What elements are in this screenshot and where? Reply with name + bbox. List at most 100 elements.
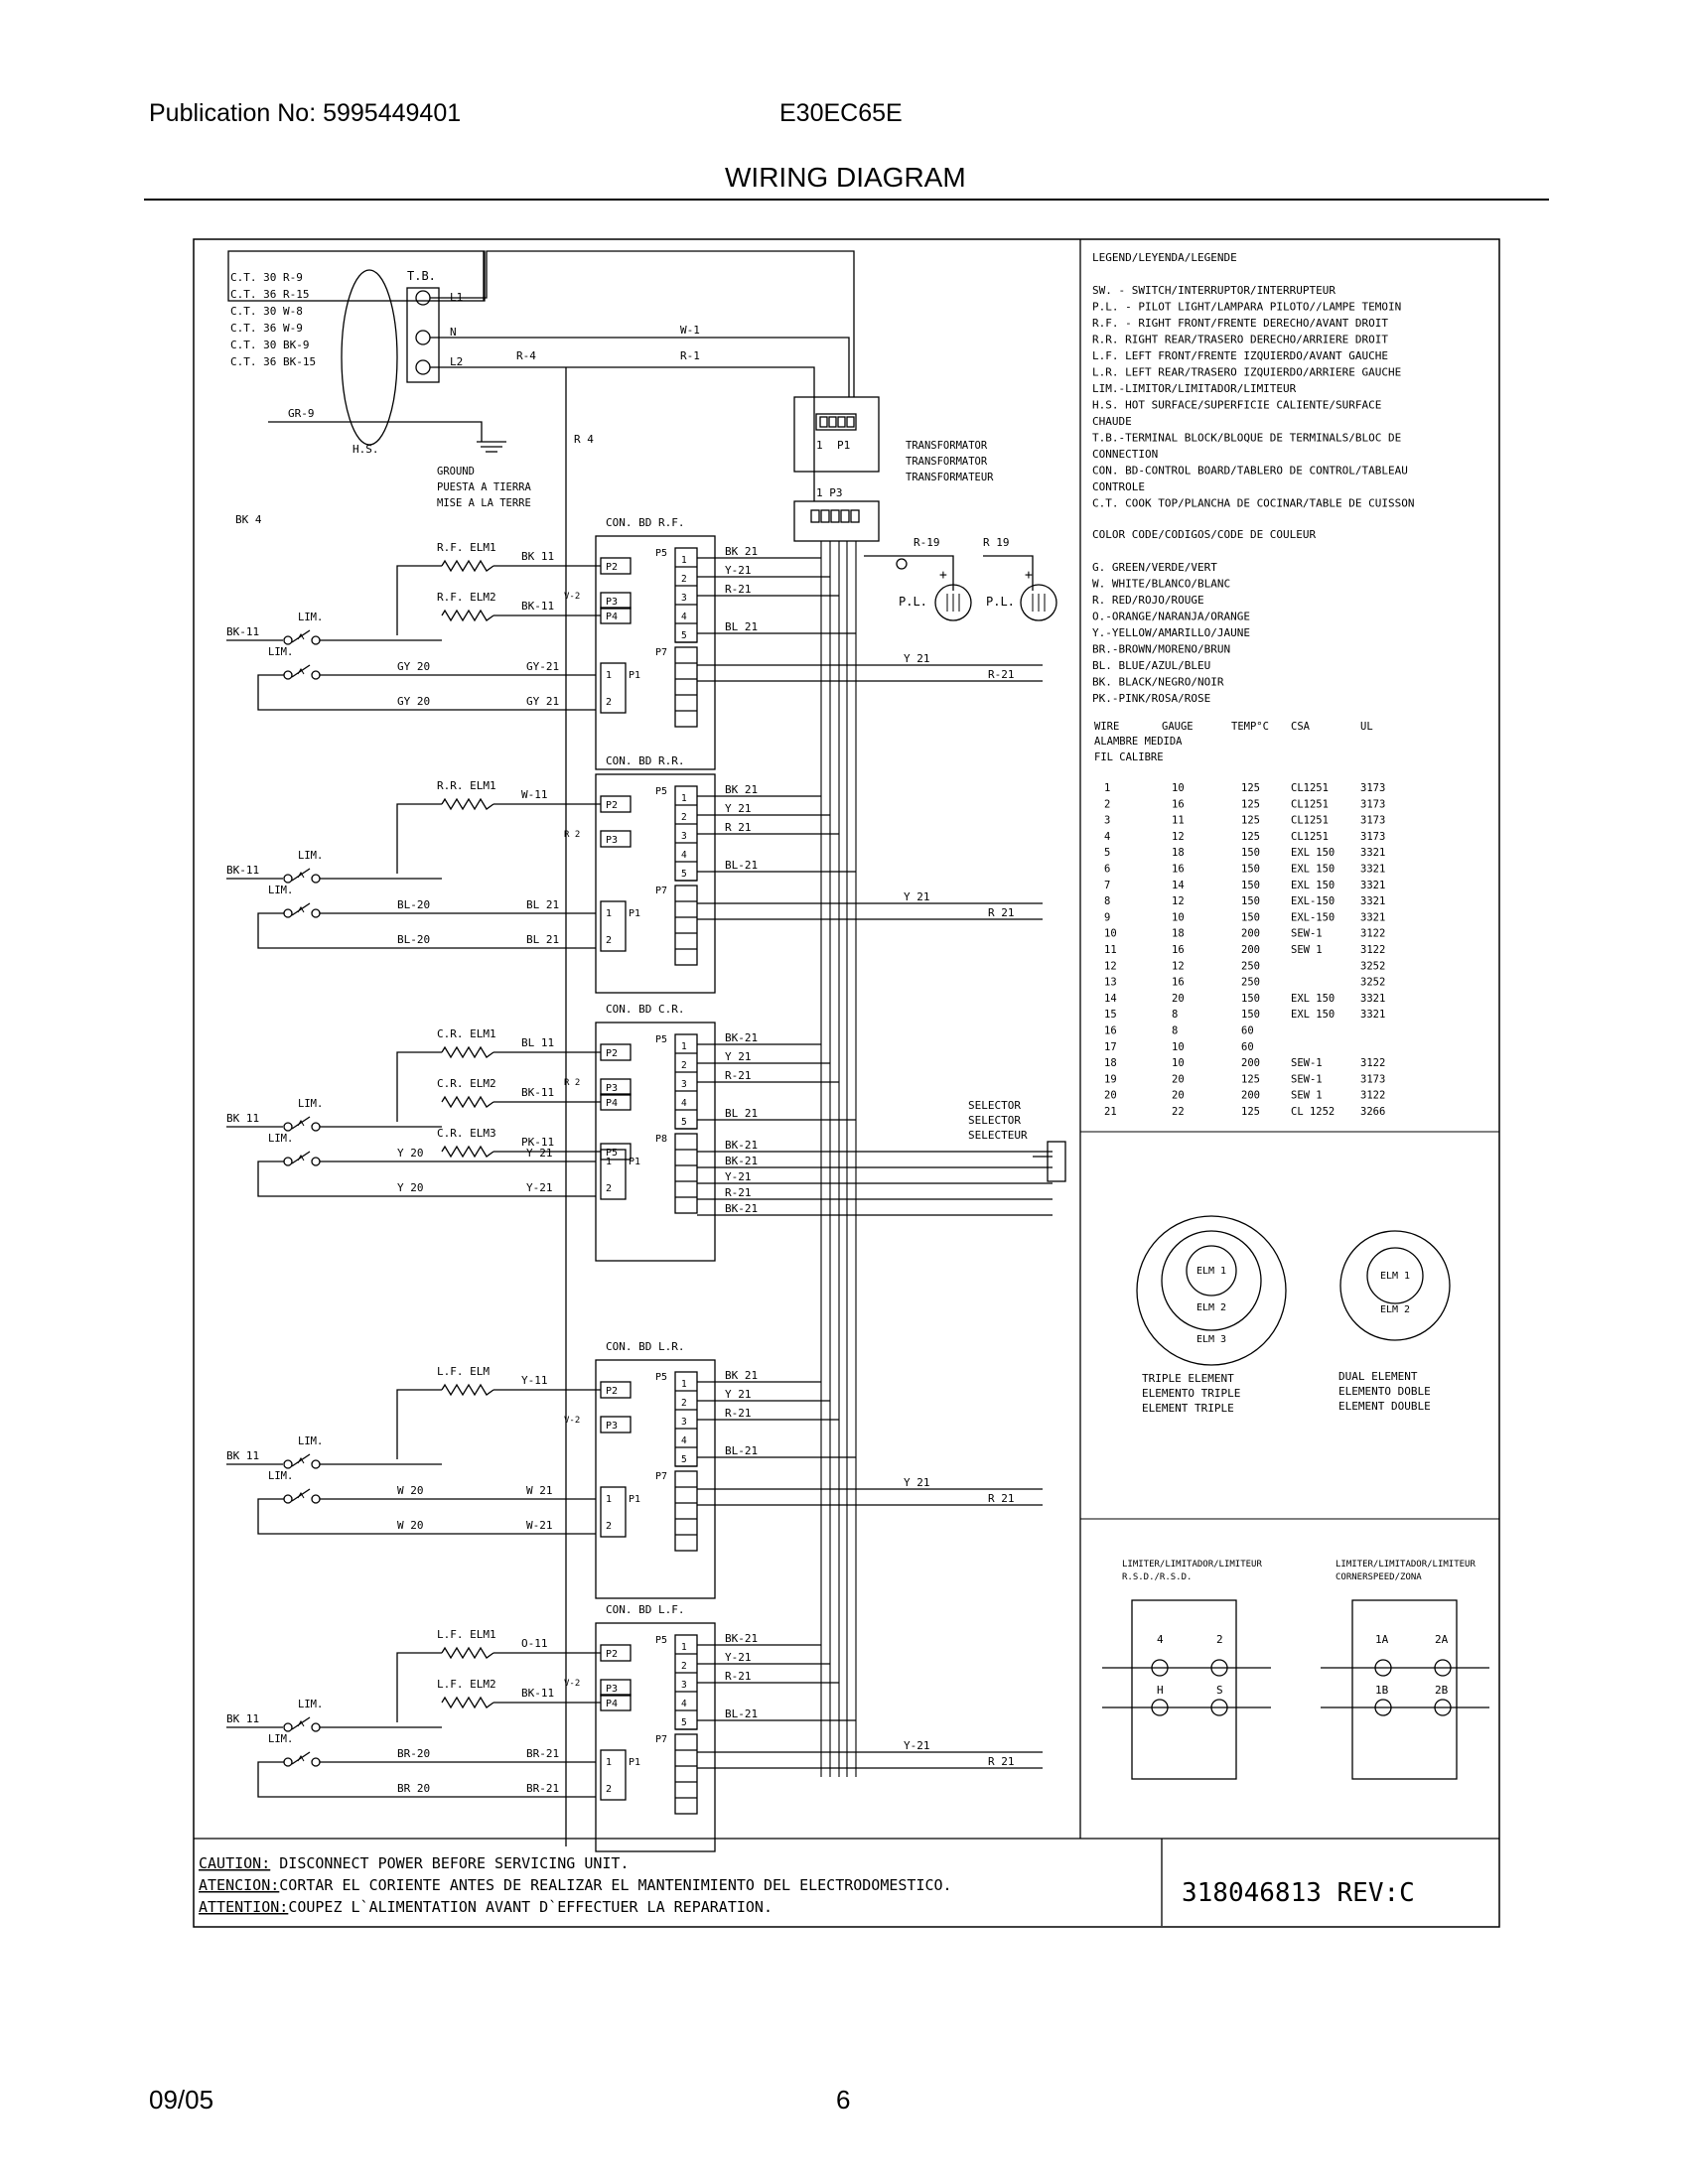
board-port (600, 1679, 632, 1697)
limiter-switch-contact (283, 1722, 293, 1732)
legend-line: L.F. LEFT FRONT/FRENTE IZQUIERDO/AVANT G… (1092, 349, 1388, 362)
legend-line: T.B.-TERMINAL BLOCK/BLOQUE DE TERMINALS/… (1092, 432, 1401, 445)
wire-table-cell: EXL 150 (1291, 880, 1335, 891)
board-p5-pin-num: 4 (681, 850, 687, 861)
wire-table-cell: 2 (1104, 798, 1110, 810)
header-rule (144, 199, 1549, 201)
limiter-switch-blade (291, 1751, 311, 1765)
board-port (600, 1093, 632, 1111)
wire-table-cell: 7 (1104, 880, 1110, 891)
limiter-switch-mark (297, 1457, 305, 1464)
element-label: C.R. ELM3 (437, 1127, 496, 1140)
board-p1-pin: 1 (606, 670, 612, 681)
triple-element-label: ELM 3 (1196, 1334, 1226, 1345)
board-p5-label: P5 (655, 1034, 667, 1045)
wire-table-cell: 16 (1172, 977, 1185, 989)
line-l1 (430, 250, 855, 397)
wire-table-cell: 20 (1172, 993, 1185, 1005)
wire-table-cell: EXL 150 (1291, 847, 1335, 859)
board-port-label: P3 (606, 1684, 618, 1695)
element-label: R.F. ELM2 (437, 591, 496, 604)
wire-table-cell: 3252 (1360, 960, 1385, 972)
limiter-switch-contact (311, 908, 321, 918)
board-port (600, 1644, 632, 1662)
board-0-title: CON. BD R.F. (606, 516, 684, 529)
wire-table-cell: 150 (1241, 864, 1260, 876)
p5-wire-label: R-21 (725, 1407, 752, 1420)
wire-table-header: GAUGE (1162, 721, 1194, 733)
p1-wire-label: BL 21 (526, 933, 559, 946)
element-label: R.F. ELM1 (437, 541, 496, 554)
limiter-wire-label: GY 20 (397, 695, 430, 708)
pilot-plus: + (1025, 568, 1033, 583)
limiter-detail-term: H (1157, 1684, 1164, 1697)
dual-element-caption: DUAL ELEMENT (1338, 1370, 1418, 1383)
limiter-switch-contact (283, 874, 293, 884)
board-p5-label: P5 (655, 1372, 667, 1383)
tb-block (406, 287, 440, 383)
board-0-outline (595, 535, 716, 770)
board-port (600, 592, 632, 610)
limiter-switch-blade (291, 1716, 311, 1730)
selector-label: SELECTOR (968, 1114, 1021, 1127)
limiter-switch-contact (283, 908, 293, 918)
limiter-detail-term: 2 (1216, 1633, 1223, 1646)
wire-table-cell: EXL-150 (1291, 911, 1335, 923)
board-p5-label: P5 (655, 786, 667, 797)
wire-table-cell: 3122 (1360, 1090, 1385, 1102)
wire-table-cell: 8 (1172, 1009, 1178, 1021)
board-port-label: P2 (606, 1386, 618, 1397)
element-wire: Y-11 (521, 1374, 548, 1387)
limiter-switch-mark (297, 633, 305, 640)
board-p1-pin: 2 (606, 1784, 612, 1795)
transformer-p1-label: P1 (837, 439, 850, 452)
line-l2 (430, 366, 815, 501)
wire-table-cell: 16 (1104, 1025, 1117, 1037)
board-p5-pin-num: 5 (681, 1717, 687, 1728)
pilot-light-filament (1032, 594, 1046, 612)
legend-line: H.S. HOT SURFACE/SUPERFICIE CALIENTE/SUR… (1092, 399, 1381, 412)
limiter-switch-blade (291, 664, 311, 678)
board-p1-label: P1 (629, 670, 640, 681)
p7-wire-label: Y 21 (904, 1476, 930, 1489)
board-p7-label: P7 (655, 1471, 667, 1482)
wire-table-cell: SEW 1 (1291, 1090, 1323, 1102)
pin (846, 416, 855, 428)
wire-table-header: UL (1360, 721, 1373, 733)
limiter-wire-label: Y 20 (397, 1181, 424, 1194)
board-port (600, 607, 632, 624)
wire-table-header: CSA (1291, 721, 1311, 733)
limiter-wire-label: BL-20 (397, 898, 430, 911)
board-p5-pin-num: 4 (681, 1435, 687, 1446)
line-n (430, 337, 850, 397)
transformer-p3-label: 1 P3 (816, 486, 843, 499)
wire-table-cell: 60 (1241, 1041, 1254, 1053)
limiter-switch-mark (297, 1155, 305, 1161)
element-return (396, 1652, 442, 1722)
color-code-line: G. GREEN/VERDE/VERT (1092, 561, 1217, 574)
board-p5-pin-num: 5 (681, 630, 687, 641)
legend-line: CONTROLE (1092, 480, 1145, 493)
p1-wire-label: W-21 (526, 1519, 553, 1532)
limiter-switch-blade (291, 629, 311, 643)
wire-table-cell: 10 (1172, 1041, 1185, 1053)
board-p5-pin-num: 4 (681, 612, 687, 622)
board-p1-label: P1 (629, 1157, 640, 1167)
wire-table-cell: 10 (1104, 928, 1117, 940)
caution-tag: ATENCION: (199, 1876, 279, 1894)
wire-table-cell: CL 1252 (1291, 1106, 1335, 1118)
p5-wire-label: BK 21 (725, 1369, 758, 1382)
limiter-wire-label: GY 20 (397, 660, 430, 673)
pilot-wire (864, 555, 954, 591)
p5-wire-label: BL-21 (725, 859, 758, 872)
limiter-detail-contact (1210, 1659, 1228, 1677)
feed-label: BK-11 (226, 625, 259, 638)
limiter-loop (257, 1761, 596, 1798)
wire-table-cell: 22 (1172, 1106, 1185, 1118)
caution-text: CORTAR EL CORIENTE ANTES DE REALIZAR EL … (279, 1876, 951, 1894)
board-2-title: CON. BD C.R. (606, 1003, 684, 1016)
limiter-label: LIM. (268, 885, 293, 896)
pilot-wire (983, 555, 1034, 591)
ground-label: MISE A LA TERRE (437, 497, 531, 509)
